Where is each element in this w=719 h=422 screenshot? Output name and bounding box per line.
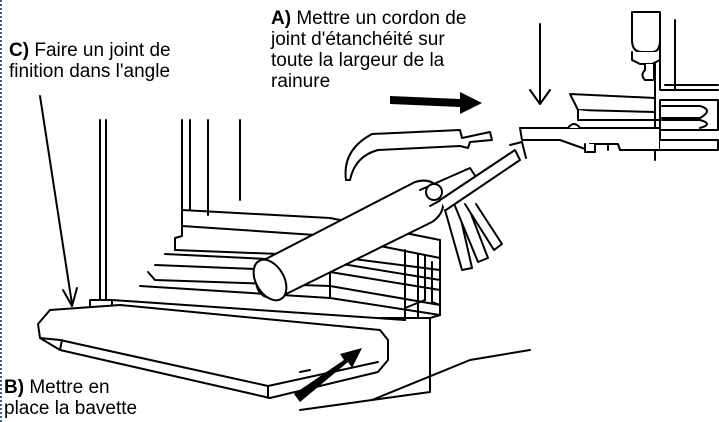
arrow-b-up xyxy=(294,348,362,402)
instruction-b-line-1: Mettre en xyxy=(29,377,110,398)
arrow-a-right xyxy=(390,92,482,114)
caulking-gun-icon xyxy=(252,141,527,302)
instruction-a-line-4: rainure xyxy=(271,71,331,92)
wall-block xyxy=(299,314,531,411)
instruction-b: B) Mettre en place la bavette xyxy=(4,377,204,419)
instruction-b-letter: B) xyxy=(4,377,25,398)
bavette-profile xyxy=(344,129,493,181)
instruction-a: A) Mettre un cordon de joint d'étanchéit… xyxy=(271,8,551,92)
instruction-a-line-2: joint d'étanchéité sur xyxy=(271,29,445,50)
instruction-b-line-2: place la bavette xyxy=(4,398,138,419)
instruction-a-line-1: Mettre un cordon de xyxy=(296,8,467,29)
cross-section-profile xyxy=(519,11,719,161)
arrow-c-down xyxy=(39,95,78,307)
arrow-a-down xyxy=(529,23,551,105)
instruction-a-line-3: toute la largeur de la xyxy=(271,50,445,71)
instruction-c-line-2: finition dans l'angle xyxy=(9,61,171,82)
instruction-c: C) Faire un joint de finition dans l'ang… xyxy=(9,40,239,82)
wall-opening xyxy=(89,119,241,313)
sill-bavette xyxy=(37,304,389,399)
instruction-c-line-1: Faire un joint de xyxy=(34,40,171,61)
instruction-a-letter: A) xyxy=(271,8,292,29)
dotted-left-border xyxy=(0,0,2,422)
instruction-c-letter: C) xyxy=(9,40,30,61)
